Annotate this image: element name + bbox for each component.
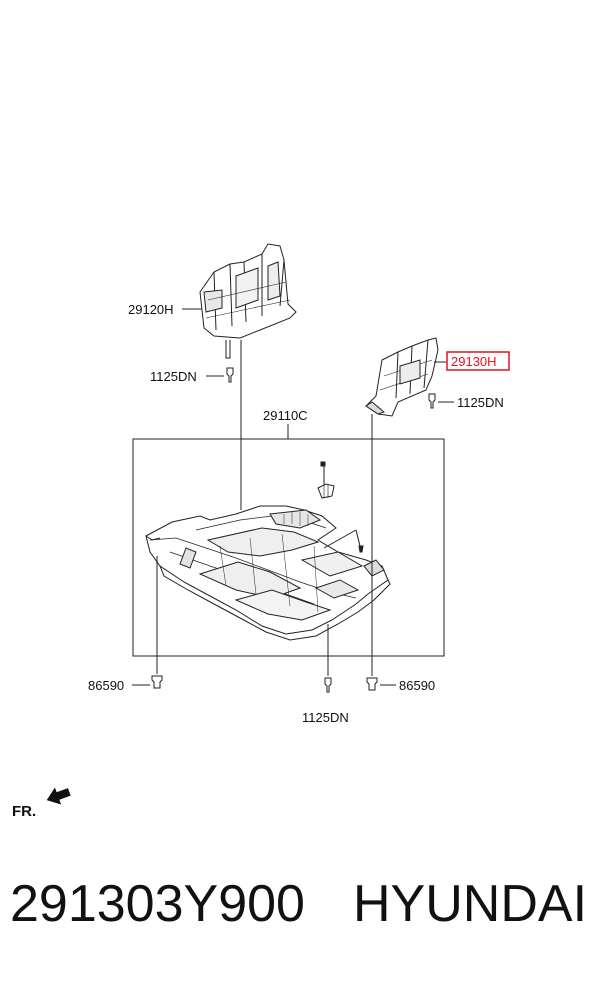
highlight-box <box>446 351 510 371</box>
callout-86590-right: 86590 <box>399 678 435 693</box>
callout-1125DN-upper: 1125DN <box>150 369 197 384</box>
brand-name: HYUNDAI <box>353 875 588 933</box>
callout-86590-left: 86590 <box>88 678 124 693</box>
cover-fasteners <box>317 461 364 553</box>
bolt-icon-center <box>324 677 332 693</box>
front-indicator-label: FR. <box>12 803 36 820</box>
front-arrow-icon <box>46 787 71 805</box>
upper-left-guard-drawing <box>199 243 297 359</box>
under-cover-drawing <box>145 505 391 641</box>
bolt-icon-upper <box>226 367 234 383</box>
clip-icon-left <box>151 675 163 689</box>
callout-29130H[interactable]: 29130H <box>451 354 497 369</box>
part-number: 291303Y900 <box>10 875 305 933</box>
leader-lines <box>132 308 454 686</box>
callout-1125DN-center: 1125DN <box>302 710 349 725</box>
right-guard-drawing <box>365 337 439 417</box>
callout-29120H: 29120H <box>128 302 174 317</box>
clip-icon-right <box>366 677 378 691</box>
callout-1125DN-right: 1125DN <box>457 395 504 410</box>
callout-29110C: 29110C <box>263 408 308 423</box>
bolt-icon-right <box>428 393 436 409</box>
